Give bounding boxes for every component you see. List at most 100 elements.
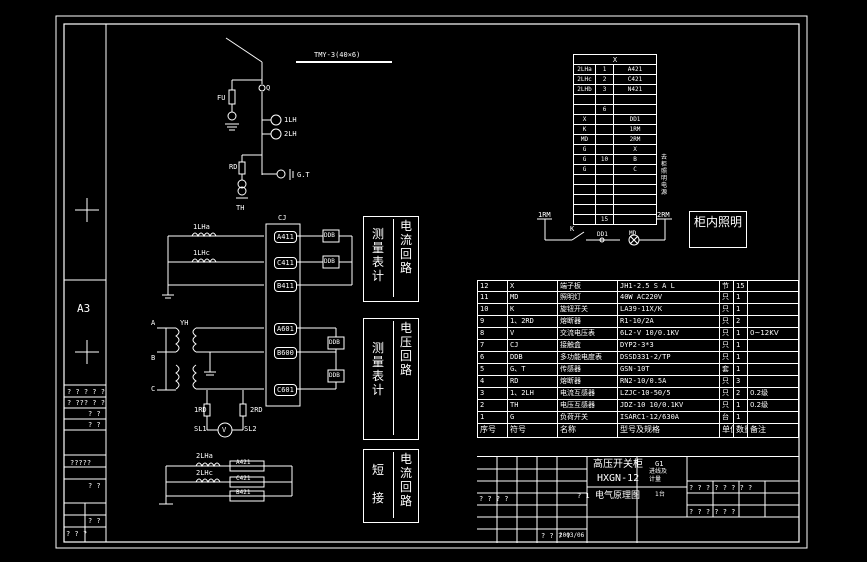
- terminal-row: K 1RM: [573, 125, 657, 135]
- bom-cell: 7: [478, 340, 508, 351]
- terminal-side-note: 去柜照明电源: [661, 154, 668, 196]
- left-cell-4: ? ?: [88, 421, 101, 429]
- terminal-cell: 1: [596, 65, 614, 74]
- title-q4: ? ? ? ?: [541, 532, 571, 540]
- title-sheet: ? 1: [577, 492, 590, 500]
- terminal-a411: A411: [274, 231, 297, 243]
- left-cell-6: ? ?: [88, 482, 101, 490]
- rd1-label: 1RD: [194, 406, 207, 414]
- terminal-b411: B411: [274, 280, 297, 292]
- terminal-cell: 2LHc: [574, 75, 596, 84]
- terminal-cell: DD1: [629, 116, 641, 123]
- bom-cell: 0.2级: [750, 401, 769, 409]
- gt-label: G.T: [297, 171, 310, 179]
- ta1-label: 1LH: [284, 116, 297, 124]
- left-cell-3: ? ?: [88, 410, 101, 418]
- lighting-k: K: [570, 225, 575, 233]
- terminal-cell: [574, 185, 596, 194]
- terminal-cell: [574, 175, 596, 184]
- bom-cell: 端子板: [558, 281, 618, 291]
- bom-cell: LZJC-10-50/5: [618, 388, 720, 399]
- bom-cell: 0.2级: [750, 389, 769, 397]
- bom-cell: 1、2LH: [508, 388, 558, 399]
- bom-cell: 只: [720, 316, 734, 327]
- bom-cell: 3: [734, 376, 748, 387]
- terminal-row: [573, 195, 657, 205]
- bom-cell: 只: [720, 292, 734, 303]
- bom-cell: [748, 352, 800, 363]
- terminal-cell: [574, 205, 596, 214]
- terminal-cell: K: [574, 125, 596, 134]
- bom-cell: 熔断器: [558, 376, 618, 387]
- bom-cell: K: [508, 304, 558, 315]
- sc-c421: C421: [236, 475, 251, 482]
- terminal-cell: [614, 185, 656, 194]
- bom-header-cell: 名称: [558, 424, 618, 437]
- bom-cell: 节: [720, 281, 734, 291]
- block-3-left: 短接: [371, 463, 384, 505]
- bom-cell: X: [508, 281, 558, 291]
- block-1-right: 电流回路: [393, 219, 416, 297]
- terminal-cell: [574, 95, 596, 104]
- sc-ta-c: 2LHc: [196, 469, 213, 477]
- bom-cell: [748, 316, 800, 327]
- title-drawing: 电气原理图: [595, 491, 641, 501]
- bom-cell: ISARC1-12/630A: [618, 412, 720, 423]
- sl1-label: SL1: [194, 425, 207, 433]
- terminal-cell: [596, 165, 614, 174]
- bom-cell: 只: [720, 376, 734, 387]
- meter-1: DDB: [324, 232, 335, 239]
- terminal-a601: A601: [274, 323, 297, 335]
- terminal-cell: [574, 105, 596, 114]
- terminal-cell: [596, 205, 614, 214]
- bom-cell: 6L2-V 10/0.1KV: [618, 328, 720, 339]
- bom-cell: 9: [478, 316, 508, 327]
- bom-cell: JDZ-10 10/0.1KV: [618, 400, 720, 411]
- terminal-cell: [574, 195, 596, 204]
- terminal-row: [573, 185, 657, 195]
- left-cell-5: ?????: [70, 459, 92, 467]
- bom-cell: V: [508, 328, 558, 339]
- bom-cell: 传感器: [558, 364, 618, 375]
- terminal-row: [573, 95, 657, 105]
- terminal-cell: [596, 135, 614, 144]
- bom-cell: 熔断器: [558, 316, 618, 327]
- bom-cell: 1: [734, 292, 748, 303]
- terminal-cell: 1RM: [629, 126, 641, 133]
- bom-cell: 12: [478, 281, 508, 291]
- terminal-cell: C: [633, 166, 637, 173]
- terminal-cell: [596, 95, 614, 104]
- bom-cell: GSN-10T: [618, 364, 720, 375]
- bom-cell: 电流互感器: [558, 388, 618, 399]
- block-2-right: 电压回路: [393, 321, 416, 435]
- bom-cell: [748, 412, 800, 423]
- bom-cell: [748, 281, 800, 291]
- bom-cell: 只: [720, 400, 734, 411]
- title-cell1: G1: [655, 460, 664, 468]
- title-q3: ? ? ? ? ? ?: [689, 508, 736, 516]
- terminal-cell: [596, 145, 614, 154]
- terminal-cell: G: [574, 155, 596, 164]
- bom-cell: DDB: [508, 352, 558, 363]
- terminal-cell: [596, 125, 614, 134]
- bom-cell: 5: [478, 364, 508, 375]
- left-cell-7: ? ?: [88, 517, 101, 525]
- bom-cell: G: [508, 412, 558, 423]
- sc-a421: A421: [236, 459, 251, 466]
- title-date: 2003/06: [559, 532, 585, 539]
- bom-cell: 2: [478, 400, 508, 411]
- bom-cell: 电压互感器: [558, 400, 618, 411]
- terminal-cell: [596, 175, 614, 184]
- bom-cell: RN2-10/0.5A: [618, 376, 720, 387]
- terminal-cell: N421: [627, 86, 643, 93]
